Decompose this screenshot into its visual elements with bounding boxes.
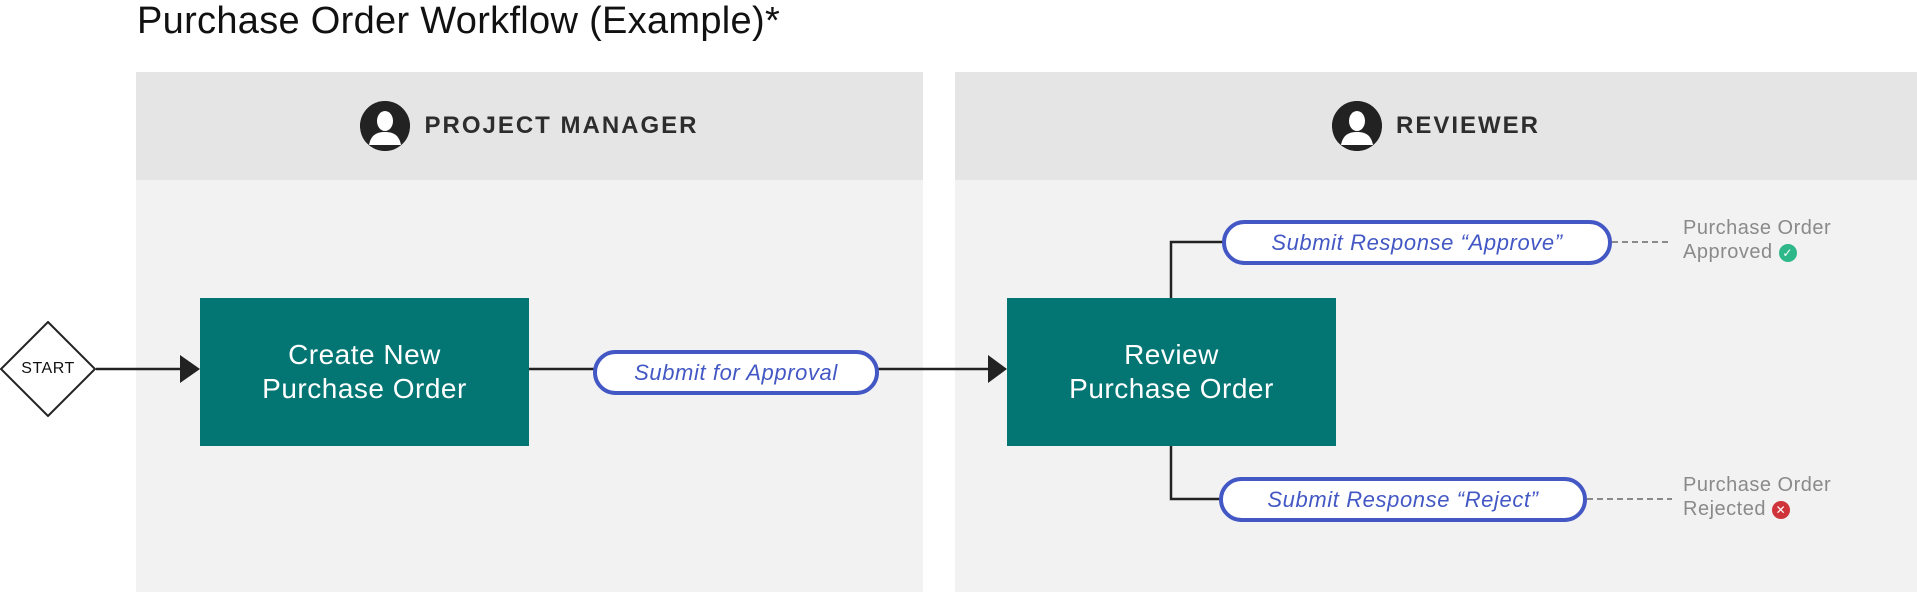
outcome-approved: Purchase Order Approved ✓	[1683, 216, 1831, 264]
page-title: Purchase Order Workflow (Example)*	[137, 0, 781, 42]
user-avatar-icon	[1332, 101, 1382, 151]
lane-header: REVIEWER	[955, 72, 1917, 180]
task-label-line1: Create New	[288, 339, 441, 370]
task-label-line2: Purchase Order	[1069, 373, 1274, 404]
action-submit-approve[interactable]: Submit Response “Approve”	[1222, 220, 1612, 265]
action-submit-reject[interactable]: Submit Response “Reject”	[1219, 477, 1587, 522]
connector-line	[1169, 446, 1221, 501]
arrow-head-icon	[180, 355, 200, 383]
x-circle-icon: ✕	[1771, 500, 1790, 519]
action-submit-for-approval[interactable]: Submit for Approval	[593, 350, 879, 395]
task-create-purchase-order[interactable]: Create New Purchase Order	[200, 298, 529, 446]
lane-title: PROJECT MANAGER	[424, 112, 699, 139]
start-diamond	[0, 321, 96, 417]
outcome-line1: Purchase Order	[1683, 474, 1832, 496]
task-review-purchase-order[interactable]: Review Purchase Order	[1007, 298, 1336, 446]
outcome-rejected: Purchase Order Rejected ✕	[1683, 473, 1831, 521]
connector-line	[1169, 240, 1224, 298]
user-avatar-icon	[360, 101, 411, 151]
lane-header: PROJECT MANAGER	[136, 72, 923, 180]
arrow-head-icon	[988, 355, 1007, 383]
outcome-line2: Approved	[1683, 241, 1773, 263]
check-circle-icon: ✓	[1778, 243, 1797, 262]
lane-title: REVIEWER	[1396, 112, 1541, 139]
task-label-line2: Purchase Order	[262, 373, 467, 404]
task-label-line1: Review	[1124, 339, 1219, 370]
outcome-line1: Purchase Order	[1683, 217, 1832, 239]
outcome-line2: Rejected	[1683, 498, 1766, 520]
start-label: START	[21, 360, 75, 377]
